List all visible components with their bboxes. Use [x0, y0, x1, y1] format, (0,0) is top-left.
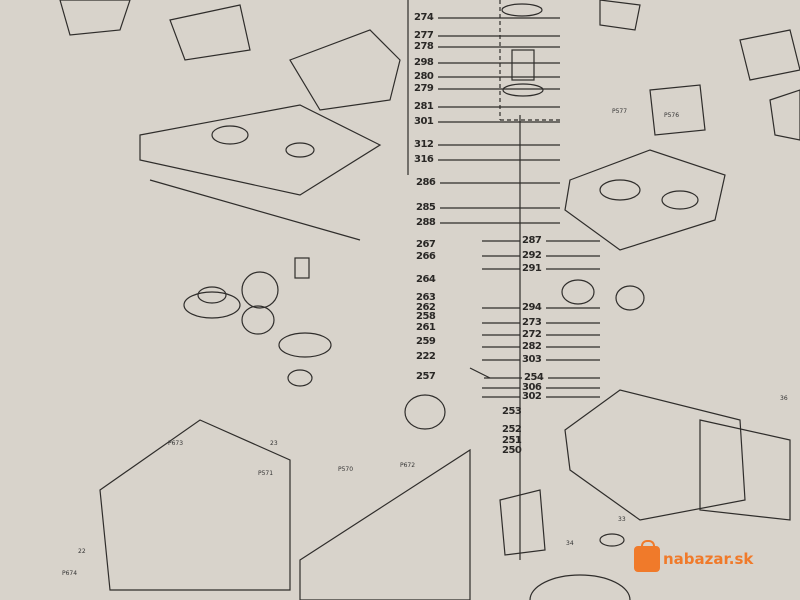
part-label: 250: [502, 445, 522, 456]
part-label: 298: [414, 57, 434, 68]
part-label: 259: [416, 336, 436, 347]
part-label: 306: [522, 382, 542, 393]
part-label: 316: [414, 154, 434, 165]
small-part-label: P673: [168, 440, 184, 447]
part-label: 282: [522, 341, 542, 352]
part-label: 252: [502, 424, 522, 435]
part-label: 280: [414, 71, 434, 82]
part-label: 261: [416, 322, 436, 333]
small-part-label: P674: [62, 570, 78, 577]
part-label: 254: [524, 372, 544, 383]
small-part-label: P571: [258, 470, 274, 477]
part-label: 303: [522, 354, 542, 365]
part-label: 312: [414, 139, 434, 150]
part-label: 251: [502, 435, 522, 446]
part-label: 285: [416, 202, 436, 213]
small-part-label: P576: [664, 112, 680, 119]
small-part-label: P672: [400, 462, 416, 469]
part-label: 302: [522, 391, 542, 402]
part-label: 277: [414, 30, 434, 41]
part-label: 274: [414, 12, 434, 23]
small-part-label: P570: [338, 466, 354, 473]
small-part-label: 22: [78, 548, 86, 555]
part-label: 287: [522, 235, 542, 246]
small-part-label: P577: [612, 108, 628, 115]
part-label: 272: [522, 329, 542, 340]
shopping-bag-icon: [634, 540, 660, 572]
small-part-label: 36: [780, 395, 788, 402]
part-label: 257: [416, 371, 436, 382]
part-label: 253: [502, 406, 522, 417]
part-label: 222: [416, 351, 436, 362]
part-label: 258: [416, 311, 436, 322]
part-label: 292: [522, 250, 542, 261]
part-label: 286: [416, 177, 436, 188]
watermark-text: nabazar.sk: [663, 550, 754, 568]
watermark: nabazar.sk: [634, 540, 754, 572]
small-part-label: 23: [270, 440, 278, 447]
part-label: 288: [416, 217, 436, 228]
part-label: 291: [522, 263, 542, 274]
part-label: 294: [522, 302, 542, 313]
part-label: 264: [416, 274, 436, 285]
small-part-label: 34: [566, 540, 574, 547]
part-label: 281: [414, 101, 434, 112]
part-label: 279: [414, 83, 434, 94]
part-label: 301: [414, 116, 434, 127]
part-label: 273: [522, 317, 542, 328]
part-label: 267: [416, 239, 436, 250]
part-label: 263: [416, 292, 436, 303]
part-label: 262: [416, 302, 436, 313]
part-label: 278: [414, 41, 434, 52]
part-label: 266: [416, 251, 436, 262]
small-part-label: 33: [618, 516, 626, 523]
